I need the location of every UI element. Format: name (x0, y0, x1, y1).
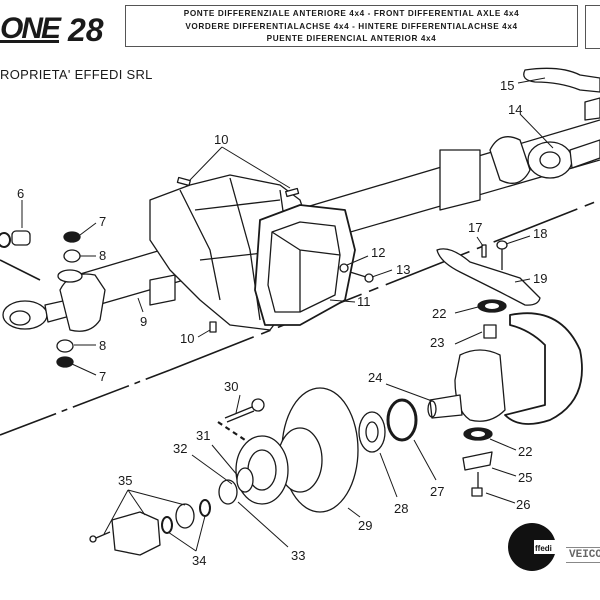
seal-27 (386, 398, 418, 442)
bolt-path (217, 421, 246, 441)
callout-8: 8 (99, 248, 106, 263)
callout-28: 28 (394, 501, 408, 516)
callouts: 6 7 8 8 7 9 10 10 11 12 13 14 15 17 18 1… (17, 78, 547, 568)
steering-arm-upper (523, 67, 600, 93)
ring-8b (56, 339, 74, 353)
callout-24: 24 (368, 370, 382, 385)
callout-27: 27 (430, 484, 444, 499)
key-pin (481, 244, 487, 258)
logo-text: ffedi (535, 544, 552, 553)
callout-22: 22 (518, 444, 532, 459)
callout-12: 12 (371, 245, 385, 260)
stud-10b (285, 187, 300, 198)
callout-15: 15 (500, 78, 514, 93)
brake-shield (504, 312, 583, 425)
hub-lock (89, 503, 195, 556)
callout-18: 18 (533, 226, 547, 241)
right-u-joint (489, 136, 600, 184)
side-box (585, 5, 600, 49)
title-line-de: VORDERE DIFFERENTIALACHSE 4x4 - HINTERE … (185, 21, 518, 31)
bolt-30 (224, 398, 265, 423)
title-line-it-en: PONTE DIFFERENZIALE ANTERIORE 4x4 - FRON… (183, 9, 520, 18)
callout-35: 35 (118, 473, 132, 488)
callout-6: 6 (17, 186, 24, 201)
steering-knuckle (427, 349, 506, 422)
washer-34a (161, 516, 173, 534)
nut-12 (339, 263, 349, 273)
callout-7: 7 (99, 214, 106, 229)
owner-notice: ROPRIETA' EFFEDI SRL (0, 67, 153, 82)
callout-34: 34 (192, 553, 206, 568)
callout-25: 25 (518, 470, 532, 485)
cover-plate (254, 204, 356, 326)
effedi-logo: ffedi (508, 523, 560, 571)
callout-9: 9 (140, 314, 147, 329)
axis-lines (0, 199, 600, 436)
callout-17: 17 (468, 220, 482, 235)
leader-lines (21, 77, 554, 552)
callout-13: 13 (396, 262, 410, 277)
bolt-26 (471, 472, 483, 497)
pin-25 (462, 451, 493, 471)
callout-23: 23 (430, 335, 444, 350)
callout-29: 29 (358, 518, 372, 533)
title-line-es: PUENTE DIFERENCIAL ANTERIOR 4x4 (266, 34, 437, 43)
pin-block (584, 97, 600, 121)
seal-7a (63, 231, 81, 243)
spring-nut (218, 467, 254, 505)
callout-14: 14 (508, 102, 522, 117)
logo-tagline: VEICO (566, 547, 600, 563)
callout-8: 8 (99, 338, 106, 353)
ring-8a (63, 249, 81, 263)
bushing-6 (0, 230, 31, 248)
washer-34b (199, 499, 211, 517)
callout-19: 19 (533, 271, 547, 286)
left-knuckle-yoke (57, 269, 106, 332)
stud-10a (176, 176, 191, 187)
callout-31: 31 (196, 428, 210, 443)
seal-7b (56, 356, 74, 368)
brand-logo-text: ONE (0, 12, 61, 45)
stud-10c (209, 321, 217, 333)
bearing-28 (358, 411, 386, 453)
callout-10: 10 (214, 132, 228, 147)
callout-26: 26 (516, 497, 530, 512)
callout-30: 30 (224, 379, 238, 394)
bolt-13 (349, 271, 374, 283)
title-box: PONTE DIFFERENZIALE ANTERIORE 4x4 - FRON… (125, 5, 578, 47)
callout-32: 32 (173, 441, 187, 456)
callout-33: 33 (291, 548, 305, 563)
callout-22: 22 (432, 306, 446, 321)
pin-23 (483, 324, 497, 339)
callout-10: 10 (180, 331, 194, 346)
bolt-18 (496, 240, 508, 270)
steering-arm-lower (436, 248, 541, 306)
callout-11: 11 (357, 294, 371, 309)
callout-7: 7 (99, 369, 106, 384)
page-number: 28 (68, 12, 104, 48)
